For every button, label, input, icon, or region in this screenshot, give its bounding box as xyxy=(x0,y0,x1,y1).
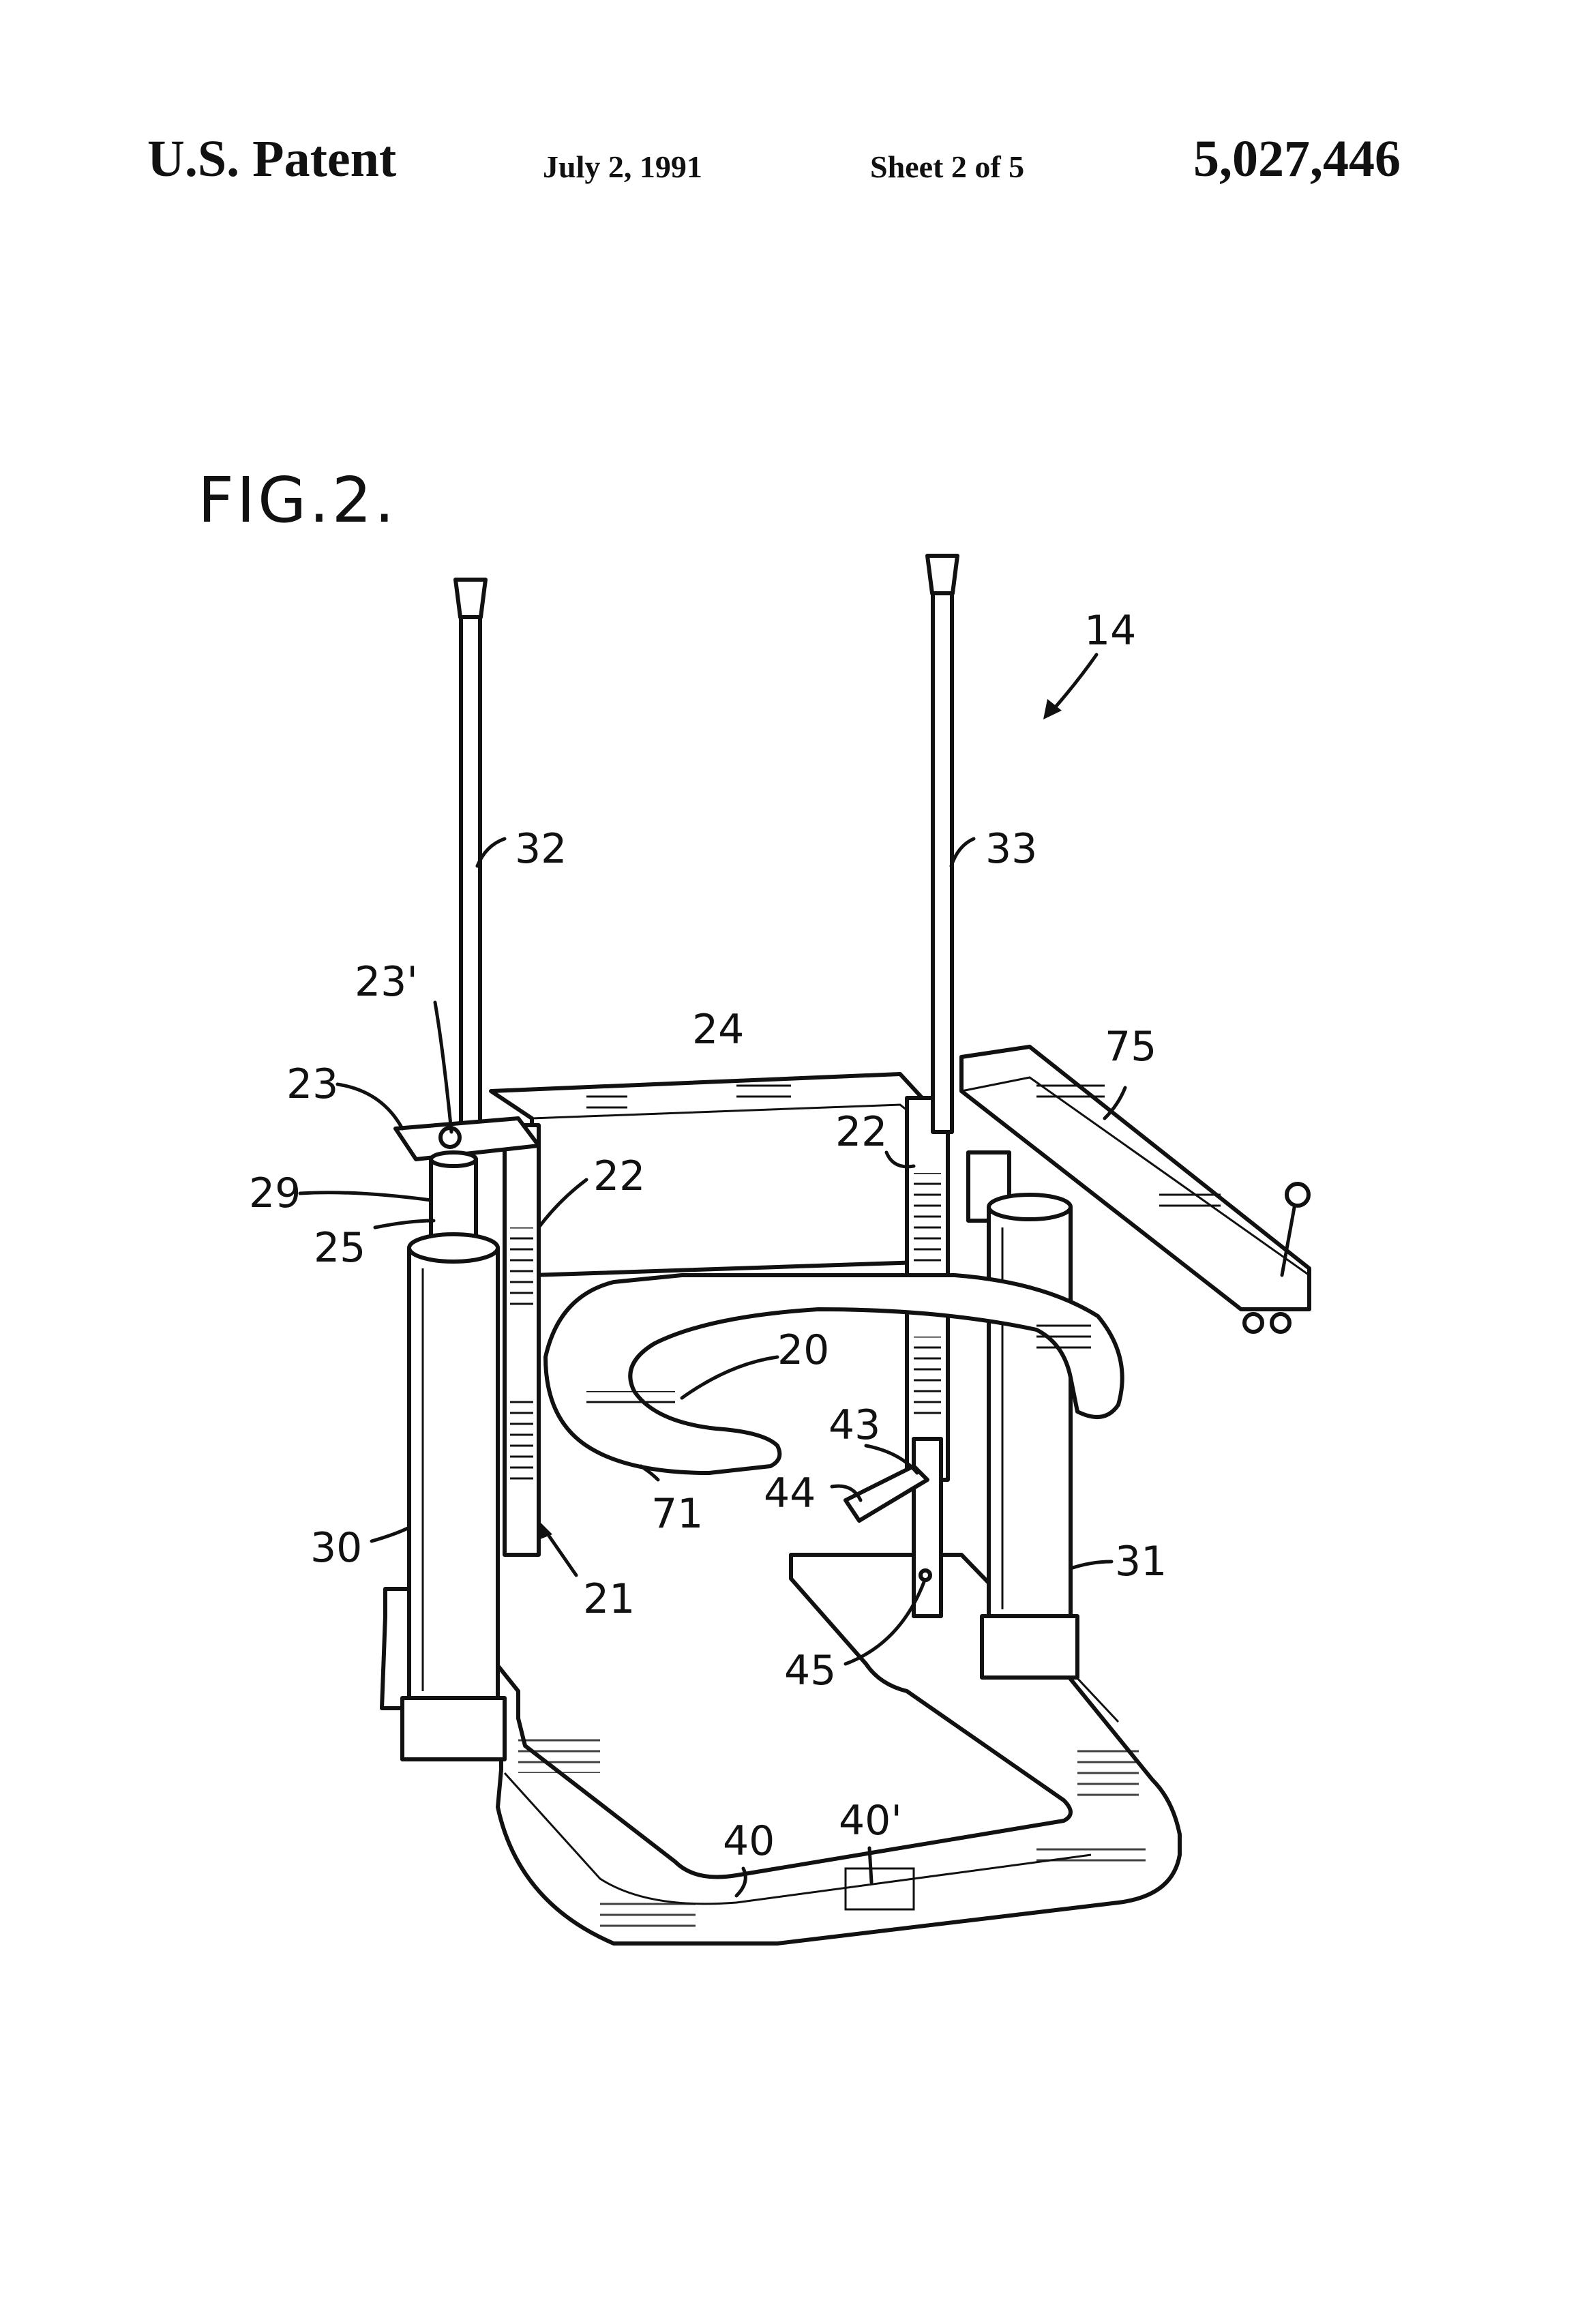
label-71: 71 xyxy=(651,1490,703,1538)
label-14: 14 xyxy=(1084,607,1136,655)
label-22-left: 22 xyxy=(593,1152,645,1200)
label-44: 44 xyxy=(764,1470,816,1517)
label-29: 29 xyxy=(249,1170,301,1217)
label-31: 31 xyxy=(1115,1538,1167,1585)
back-frame xyxy=(491,1074,941,1275)
label-24: 24 xyxy=(692,1006,744,1054)
label-40-prime: 40' xyxy=(839,1797,902,1845)
label-25: 25 xyxy=(314,1224,365,1272)
label-33: 33 xyxy=(985,825,1037,873)
label-40: 40 xyxy=(723,1817,775,1865)
label-23: 23 xyxy=(286,1060,338,1108)
label-20: 20 xyxy=(777,1326,829,1374)
left-rod xyxy=(456,580,486,1149)
label-45: 45 xyxy=(784,1647,836,1695)
label-30: 30 xyxy=(310,1524,362,1572)
left-upright xyxy=(505,1125,539,1555)
label-32: 32 xyxy=(515,825,567,873)
left-cylinder xyxy=(402,1234,505,1759)
label-75: 75 xyxy=(1105,1023,1156,1071)
label-23-prime: 23' xyxy=(355,958,418,1006)
label-21: 21 xyxy=(583,1575,635,1623)
right-rod xyxy=(927,556,957,1132)
label-43: 43 xyxy=(829,1401,880,1449)
label-22-right: 22 xyxy=(835,1108,887,1156)
